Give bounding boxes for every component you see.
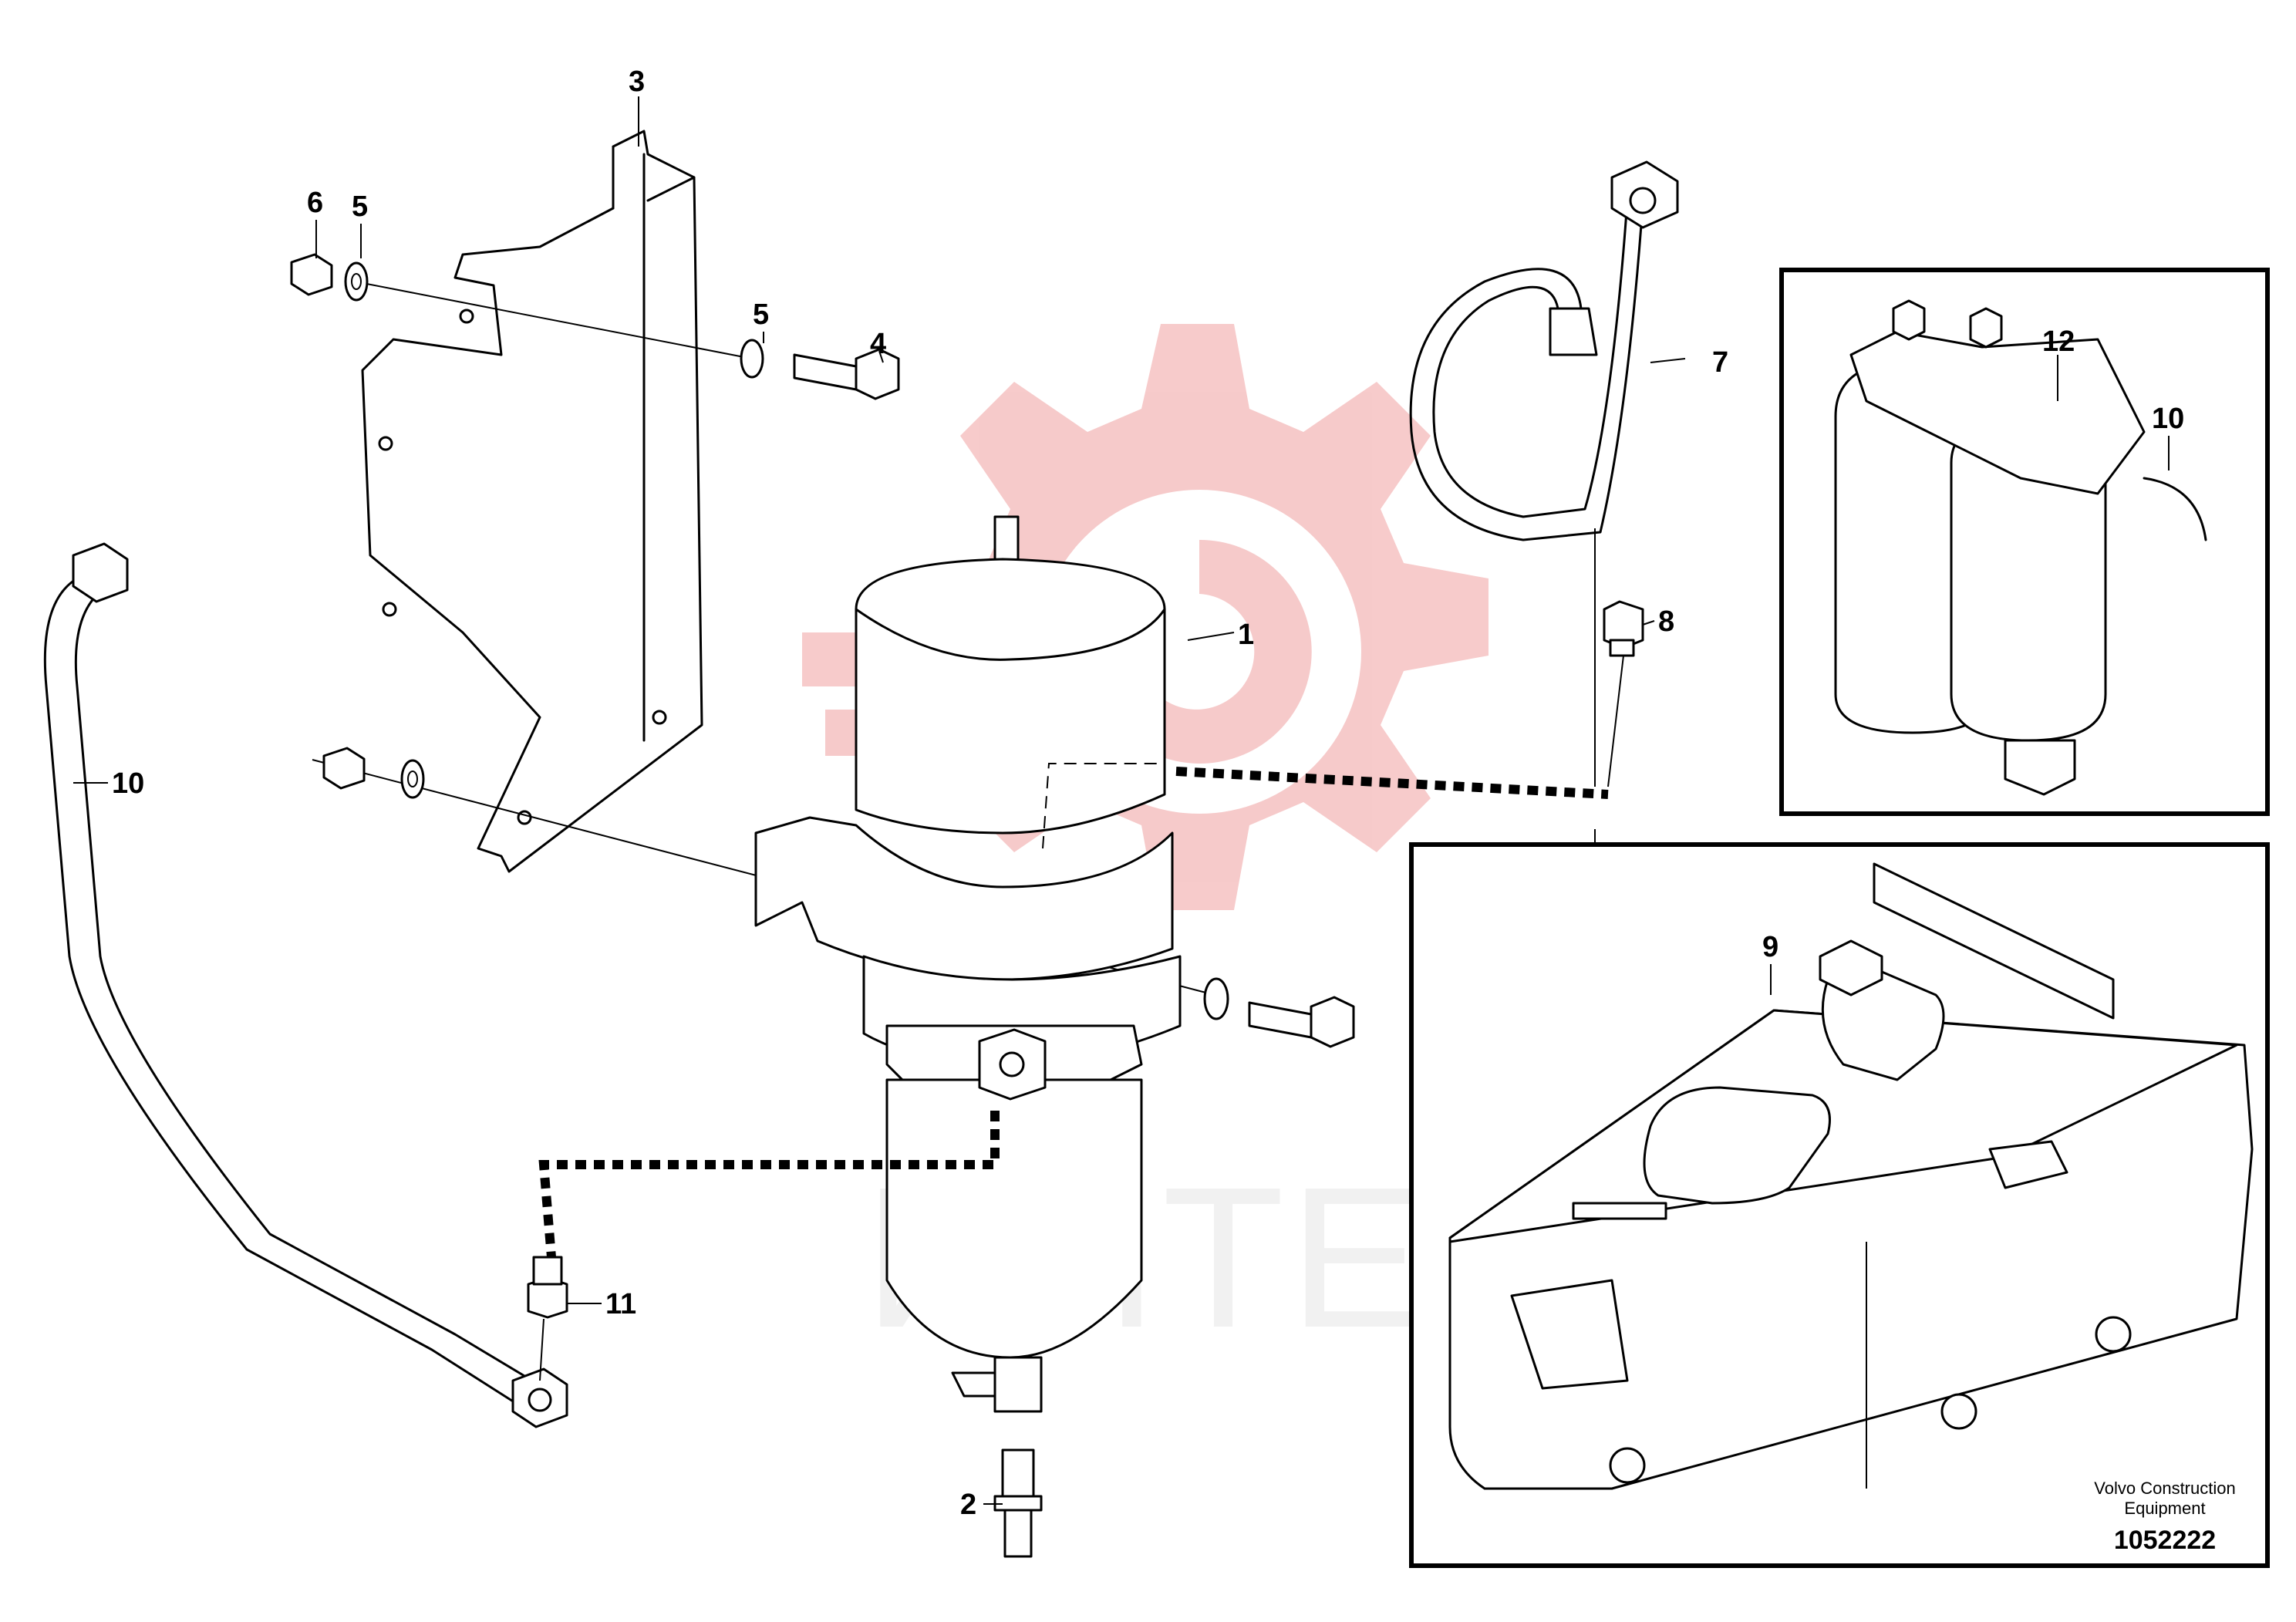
callout-10-main: 10 [112, 767, 144, 800]
document-number: 1052222 [2114, 1526, 2216, 1555]
callout-5-upper: 5 [352, 191, 368, 223]
callout-4: 4 [870, 328, 886, 360]
hidden-line [1042, 763, 1165, 849]
callout-10-inset: 10 [2152, 403, 2184, 435]
callout-12: 12 [2042, 325, 2075, 358]
caption-company-2: Equipment [2124, 1499, 2205, 1518]
inset-filter-assembly [1779, 268, 2270, 816]
washer-and-bolt-upper [740, 339, 900, 400]
connection-dash-lower [538, 1111, 1000, 1258]
callout-8: 8 [1658, 605, 1674, 638]
hose-part-10 [43, 542, 568, 1428]
callout-9: 9 [1762, 931, 1778, 963]
connection-dash-upper [1175, 767, 1609, 799]
callout-2: 2 [960, 1489, 976, 1521]
inset-fuel-tank [1409, 842, 2270, 1568]
hose-part-7 [1409, 160, 1686, 541]
callouts: 3 6 5 5 4 7 1 8 10 11 2 9 12 10 [112, 66, 2184, 1521]
nut-lower [322, 747, 425, 799]
washer-and-bolt-lower [1203, 977, 1355, 1048]
callout-5-lower: 5 [753, 298, 769, 331]
callout-3: 3 [629, 66, 645, 98]
bracket-part-3 [361, 130, 703, 873]
filter-housing-part-1 [754, 515, 1182, 1413]
fitting-part-8 [1603, 600, 1644, 787]
callout-1: 1 [1238, 619, 1254, 651]
callout-6: 6 [307, 187, 323, 219]
nut-upper [290, 253, 369, 302]
callout-7: 7 [1712, 346, 1728, 379]
caption-block: Volvo Construction Equipment 1052222 [2094, 1479, 2235, 1555]
leader-lines [73, 96, 2170, 1505]
caption-company: Volvo Construction [2094, 1479, 2235, 1498]
callout-11: 11 [605, 1288, 636, 1320]
fitting-part-11 [527, 1256, 568, 1381]
